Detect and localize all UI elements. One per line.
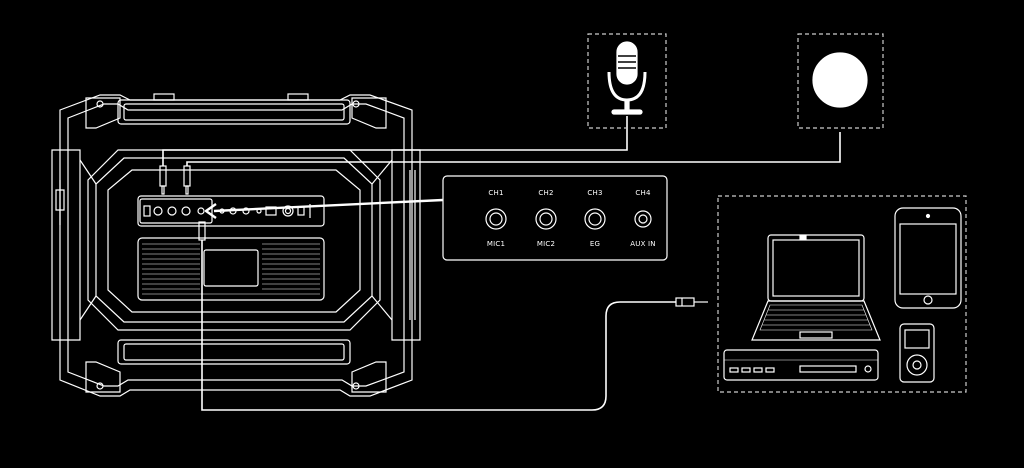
callout-arrow xyxy=(204,198,444,219)
speaker-unit xyxy=(51,93,421,397)
aux-plug xyxy=(675,297,708,307)
input-label-mic1: MIC1 xyxy=(486,240,506,248)
input-panel xyxy=(442,175,668,261)
channel-label-ch3: CH3 xyxy=(587,189,603,197)
cables xyxy=(162,116,841,411)
input-plugs xyxy=(159,165,206,241)
circle-icon xyxy=(812,52,868,108)
media-player-icon xyxy=(899,323,935,383)
channel-label-ch2: CH2 xyxy=(538,189,554,197)
channel-label-ch4: CH4 xyxy=(635,189,651,197)
microphone-box xyxy=(587,33,667,129)
devices-box xyxy=(717,195,967,393)
channel-label-ch1: CH1 xyxy=(488,189,504,197)
dvd-player-icon xyxy=(723,349,879,381)
laptop-icon xyxy=(751,234,881,341)
input-label-eg: EG xyxy=(589,240,601,248)
microphone-icon xyxy=(607,41,647,115)
input-label-aux-in: AUX IN xyxy=(630,240,656,248)
input-label-mic2: MIC2 xyxy=(536,240,556,248)
phone-icon xyxy=(894,207,962,309)
circle-device-box xyxy=(797,33,884,129)
